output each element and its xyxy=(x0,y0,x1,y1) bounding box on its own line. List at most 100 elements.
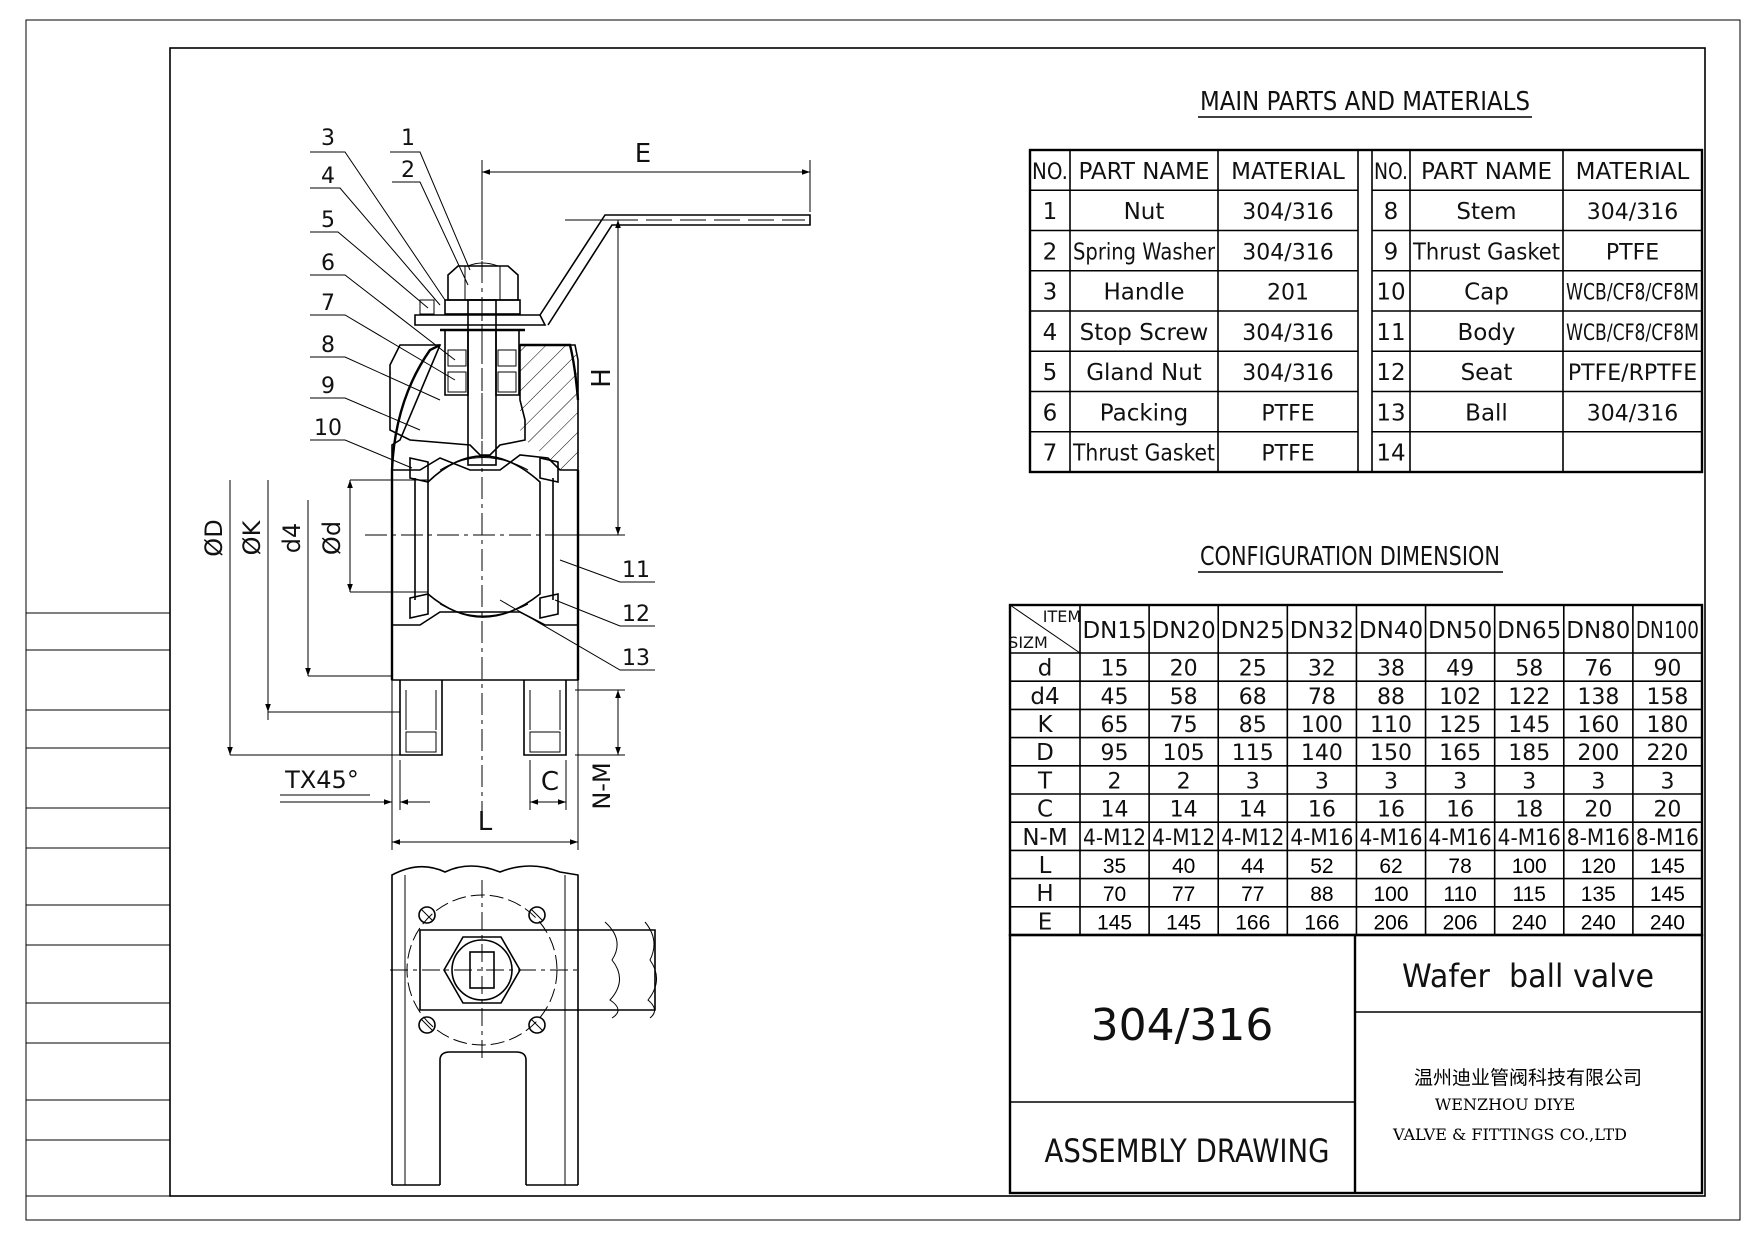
part-material: PTFE xyxy=(1261,401,1314,426)
balloon-13: 13 xyxy=(622,646,650,671)
part-no: 2 xyxy=(1043,239,1058,265)
config-cell: 20 xyxy=(1170,657,1198,682)
config-size-header: DN80 xyxy=(1566,618,1630,644)
part-name: Stem xyxy=(1456,199,1516,225)
part-no: 10 xyxy=(1376,280,1405,306)
config-cell: 110 xyxy=(1443,883,1476,906)
config-cell: 8-M16 xyxy=(1567,826,1630,851)
company-en-2: VALVE & FITTINGS CO.,LTD xyxy=(1392,1125,1627,1144)
config-cell: 70 xyxy=(1103,883,1126,906)
parts-header-material-right: MATERIAL xyxy=(1576,159,1690,185)
config-cell: 110 xyxy=(1370,713,1412,738)
config-cell: 75 xyxy=(1170,713,1198,738)
body-bottom xyxy=(391,611,579,681)
part-name: Ball xyxy=(1465,400,1508,426)
company-en-1: WENZHOU DIYE xyxy=(1435,1095,1575,1114)
config-cell: 100 xyxy=(1373,883,1408,906)
config-row-label: d4 xyxy=(1030,684,1059,710)
config-cell: 3 xyxy=(1453,769,1467,794)
config-cell: 3 xyxy=(1522,769,1536,794)
config-cell: 35 xyxy=(1103,855,1126,878)
part-name: Packing xyxy=(1100,400,1188,426)
config-cell: 3 xyxy=(1246,769,1260,794)
config-size-header: DN50 xyxy=(1428,618,1492,644)
parts-header-name-right: PART NAME xyxy=(1421,159,1552,185)
config-cell: 122 xyxy=(1508,685,1550,710)
config-cell: 145 xyxy=(1650,855,1685,878)
config-cell: 15 xyxy=(1101,657,1129,682)
config-corner-item: ITEM xyxy=(1043,607,1081,626)
config-cell: 88 xyxy=(1377,685,1405,710)
config-cell: 158 xyxy=(1646,685,1688,710)
config-cell: 4-M16 xyxy=(1498,826,1561,851)
title-drawing-type: ASSEMBLY DRAWING xyxy=(1045,1132,1330,1170)
config-cell: 58 xyxy=(1170,685,1198,710)
config-cell: 200 xyxy=(1577,741,1619,766)
company-cn: 温州迪业管阀科技有限公司 xyxy=(1414,1067,1642,1089)
part-leaders xyxy=(310,151,655,671)
config-cell: 160 xyxy=(1577,713,1619,738)
config-cell: 145 xyxy=(1650,883,1685,906)
balloon-4: 4 xyxy=(321,164,335,189)
config-title: CONFIGURATION DIMENSION xyxy=(1200,542,1500,572)
lug-right xyxy=(523,680,567,756)
config-cell: 4-M12 xyxy=(1221,826,1284,851)
title-material: 304/316 xyxy=(1091,1000,1274,1051)
config-cell: 8-M16 xyxy=(1636,826,1699,851)
dim-phiD: ØD xyxy=(200,519,228,556)
part-no: 9 xyxy=(1384,239,1399,265)
config-cell: 115 xyxy=(1512,883,1545,906)
config-cell: 105 xyxy=(1163,741,1205,766)
config-cell: 120 xyxy=(1581,855,1616,878)
part-material: 304/316 xyxy=(1242,321,1333,346)
config-size-header: DN40 xyxy=(1359,618,1423,644)
part-no: 3 xyxy=(1043,280,1058,306)
config-cell: 95 xyxy=(1101,741,1129,766)
part-no: 11 xyxy=(1376,320,1405,346)
config-cell: 16 xyxy=(1446,798,1474,823)
part-material: 201 xyxy=(1267,281,1309,306)
seat-bottom-right xyxy=(539,593,559,619)
config-row-label: C xyxy=(1037,797,1053,823)
parts-header-name-left: PART NAME xyxy=(1078,159,1209,185)
part-no: 5 xyxy=(1043,360,1058,386)
parts-title: MAIN PARTS AND MATERIALS xyxy=(1200,87,1530,117)
config-cell: 77 xyxy=(1172,883,1195,906)
balloon-9: 9 xyxy=(321,374,335,399)
part-material: PTFE xyxy=(1261,442,1314,467)
config-cell: 85 xyxy=(1239,713,1267,738)
config-size-header: DN25 xyxy=(1221,618,1285,644)
dim-H: H xyxy=(587,368,617,388)
part-material: 304/316 xyxy=(1587,200,1678,225)
seat-bottom-left xyxy=(409,593,429,619)
part-no: 1 xyxy=(1043,199,1058,225)
config-cell: 140 xyxy=(1301,741,1343,766)
config-size-header: DN65 xyxy=(1497,618,1561,644)
part-name: Spring Washer xyxy=(1073,239,1215,265)
config-size-header: DN100 xyxy=(1636,618,1699,644)
config-cell: 115 xyxy=(1232,741,1274,766)
config-cell: 3 xyxy=(1660,769,1674,794)
balloon-2: 2 xyxy=(401,158,415,183)
config-cell: 32 xyxy=(1308,657,1336,682)
config-cell: 40 xyxy=(1172,855,1195,878)
config-row-label: L xyxy=(1039,853,1052,879)
balloon-12: 12 xyxy=(622,602,650,627)
config-cell: 76 xyxy=(1584,657,1612,682)
part-name: Cap xyxy=(1464,280,1509,306)
config-cell: 3 xyxy=(1315,769,1329,794)
config-cell: 38 xyxy=(1377,657,1405,682)
dim-phid: Ød xyxy=(318,521,346,555)
part-no: 8 xyxy=(1384,199,1399,225)
config-cell: 14 xyxy=(1239,798,1267,823)
config-cell: 77 xyxy=(1241,883,1264,906)
balloon-6: 6 xyxy=(321,251,335,276)
config-cell: 185 xyxy=(1508,741,1550,766)
config-cell: 16 xyxy=(1308,798,1336,823)
config-cell: 145 xyxy=(1097,911,1132,934)
config-cell: 4-M16 xyxy=(1359,826,1422,851)
config-cell: 20 xyxy=(1653,798,1681,823)
part-name: Stop Screw xyxy=(1080,320,1209,346)
ball xyxy=(427,455,541,618)
